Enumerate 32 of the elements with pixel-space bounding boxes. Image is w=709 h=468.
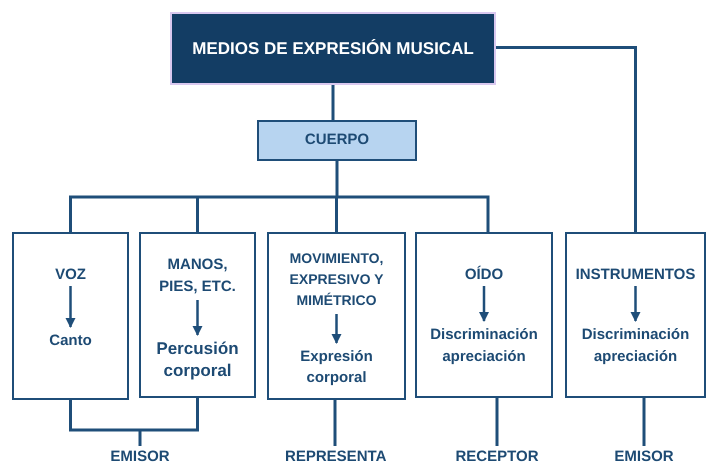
box-text: INSTRUMENTOS	[567, 264, 704, 286]
category-box: CUERPO	[257, 120, 417, 161]
connector-line	[496, 46, 637, 232]
box-text: MANOS, PIES, ETC.	[141, 254, 254, 300]
box-text: OÍDO	[417, 264, 551, 286]
box-text: VOZ	[14, 264, 127, 286]
group-box	[12, 232, 129, 400]
box-text: Discriminación apreciación	[417, 324, 551, 370]
box-text: Percusión corporal	[141, 338, 254, 384]
role-label: REPRESENTA	[285, 446, 385, 468]
group-box	[267, 232, 406, 400]
role-label: EMISOR	[604, 446, 684, 468]
arrow	[332, 314, 342, 344]
box-text: Canto	[14, 330, 127, 354]
box-text: Expresión corporal	[269, 346, 404, 388]
connector-line	[332, 85, 334, 120]
group-box	[139, 232, 256, 398]
connector-line	[642, 398, 646, 446]
box-text: Discriminación apreciación	[567, 324, 704, 370]
box-text: MOVIMIENTO, EXPRESIVO Y MIMÉTRICO	[269, 248, 404, 314]
role-label: EMISOR	[100, 446, 180, 468]
arrow	[192, 300, 202, 336]
arrow	[479, 286, 489, 322]
connector-line	[496, 398, 498, 446]
connector-line	[334, 400, 336, 446]
role-label: RECEPTOR	[455, 446, 539, 468]
connector-line	[138, 398, 199, 446]
arrow	[630, 286, 640, 322]
title-box: MEDIOS DE EXPRESIÓN MUSICAL	[170, 12, 496, 85]
group-box	[415, 232, 553, 398]
group-box	[565, 232, 706, 398]
arrow	[66, 286, 76, 328]
